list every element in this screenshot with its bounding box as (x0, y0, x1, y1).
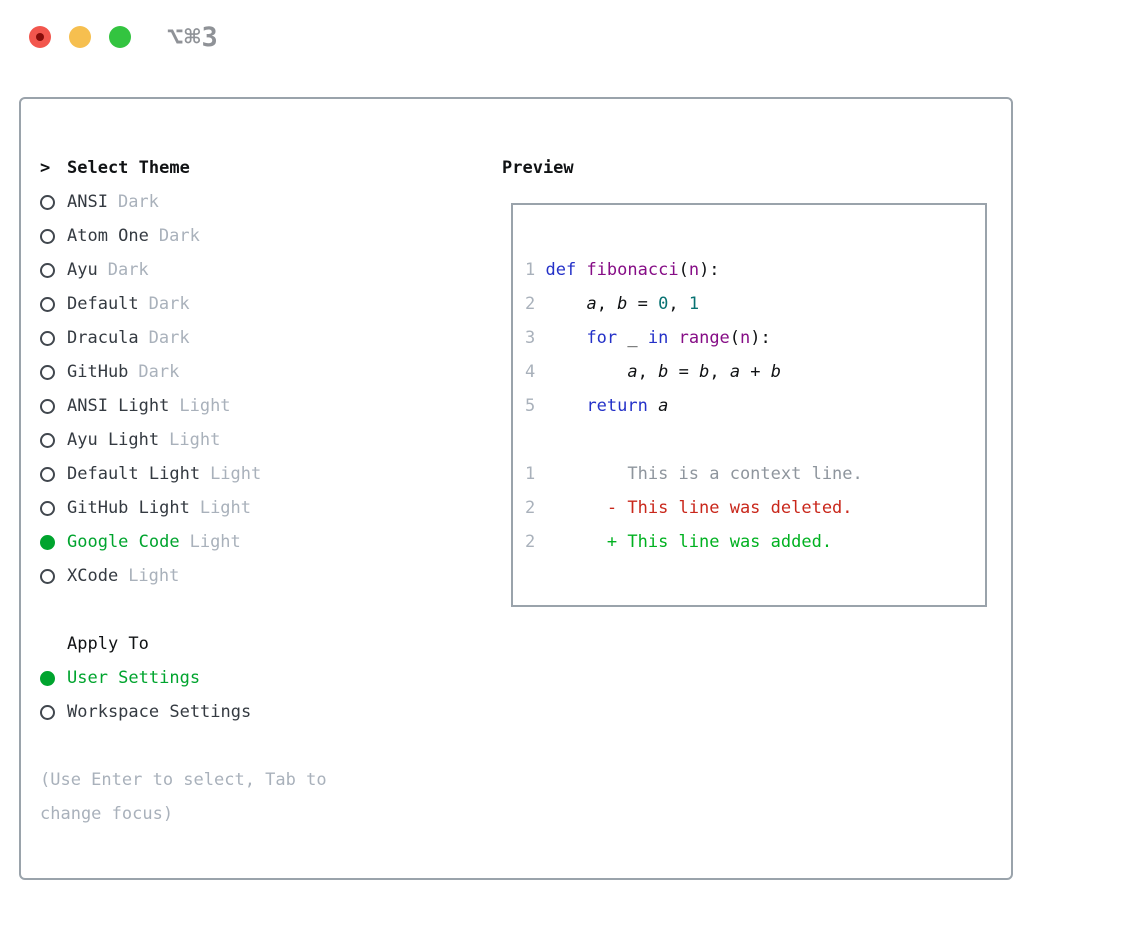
line-number: 3 (525, 328, 546, 348)
variant-tag: Light (189, 532, 241, 552)
variant-tag: Dark (148, 294, 190, 314)
diff-context-text: This is a context line. (545, 464, 863, 484)
preview-line: 2 a, b = 0, 1 (525, 294, 700, 314)
variant-tag: Dark (107, 260, 149, 280)
variant-tag: Light (179, 396, 231, 416)
theme-option-github-light[interactable]: GitHub Light Light (40, 491, 327, 525)
line-number: 1 (525, 464, 546, 484)
radio-unselected-icon (40, 330, 67, 346)
variant-tag: Dark (148, 328, 190, 348)
apply-to-header: Apply To (40, 627, 327, 661)
line-number: 5 (525, 396, 546, 416)
diff-deleted-text: - This line was deleted. (545, 498, 853, 518)
radio-unselected-icon (40, 432, 67, 448)
option-label: ANSI Light (67, 396, 170, 416)
option-label: User Settings (67, 668, 201, 688)
option-label: Atom One (67, 226, 149, 246)
variant-tag: Light (199, 498, 252, 518)
radio-unselected-icon (40, 500, 67, 516)
theme-option-xcode[interactable]: XCode Light (40, 559, 327, 593)
zoom-button[interactable] (109, 26, 131, 48)
line-number: 2 (525, 532, 546, 552)
preview-line: 1 def fibonacci(n): (525, 260, 720, 280)
theme-option-ayu[interactable]: Ayu Dark (40, 253, 327, 287)
radio-selected-icon (40, 534, 67, 550)
help-text: (Use Enter to select, Tab to change focus… (40, 763, 327, 831)
titlebar: ⌥⌘3 (0, 0, 1140, 72)
line-number: 2 (525, 498, 546, 518)
select-theme-header: > Select Theme (40, 151, 327, 185)
radio-unselected-icon (40, 228, 67, 244)
option-label: Dracula (67, 328, 139, 348)
preview-line: 2 + This line was added. (525, 525, 985, 559)
line-number: 2 (525, 294, 546, 314)
option-label: Default Light (67, 464, 201, 484)
spacer (40, 729, 327, 763)
theme-option-default-light[interactable]: Default Light Light (40, 457, 327, 491)
preview-line: 3 for _ in range(n): (525, 328, 771, 348)
spacer (40, 593, 327, 627)
variant-tag: Dark (158, 226, 200, 246)
option-label: GitHub (67, 362, 129, 382)
radio-unselected-icon (40, 262, 67, 278)
option-label: Default (67, 294, 139, 314)
theme-option-ayu-light[interactable]: Ayu Light Light (40, 423, 327, 457)
theme-option-github[interactable]: GitHub Dark (40, 355, 327, 389)
theme-option-ansi[interactable]: ANSI Dark (40, 185, 327, 219)
option-label: ANSI (67, 192, 108, 212)
blank-line (525, 423, 985, 457)
option-label: Ayu Light (67, 430, 160, 450)
help-line: change focus) (40, 804, 174, 824)
radio-unselected-icon (40, 568, 67, 584)
preview-line: 4 a, b = b, a + b (525, 362, 782, 382)
preview-line: 1 This is a context line. (525, 457, 985, 491)
variant-tag: Light (210, 464, 262, 484)
help-line: (Use Enter to select, Tab to (40, 770, 327, 790)
theme-option-dracula[interactable]: Dracula Dark (40, 321, 327, 355)
select-theme-title: Select Theme (67, 158, 190, 178)
theme-option-atom-one[interactable]: Atom One Dark (40, 219, 327, 253)
variant-tag: Dark (138, 362, 180, 382)
line-number: 4 (525, 362, 546, 382)
line-number: 1 (525, 260, 546, 280)
diff-added-text: + This line was added. (545, 532, 833, 552)
cursor-icon: > (40, 158, 51, 178)
option-label: XCode (67, 566, 119, 586)
preview-title: Preview (502, 158, 574, 178)
theme-option-google-code[interactable]: Google Code Light (40, 525, 327, 559)
radio-unselected-icon (40, 296, 67, 312)
preview-line: 2 - This line was deleted. (525, 491, 985, 525)
option-label: Google Code (67, 532, 180, 552)
option-label: Workspace Settings (67, 702, 252, 722)
theme-option-ansi-light[interactable]: ANSI Light Light (40, 389, 327, 423)
code-block: 1 def fibonacci(n): 2 a, b = 0, 1 3 for _ … (513, 205, 985, 559)
minimize-button[interactable] (69, 26, 91, 48)
option-label: Ayu (67, 260, 98, 280)
apply-option-user-settings[interactable]: User Settings (40, 661, 327, 695)
variant-tag: Light (128, 566, 180, 586)
close-button[interactable] (29, 26, 51, 48)
option-label: GitHub Light (67, 498, 190, 518)
variant-tag: Light (169, 430, 221, 450)
window-title-shortcut: ⌥⌘3 (167, 22, 219, 53)
radio-unselected-icon (40, 398, 67, 414)
radio-unselected-icon (40, 704, 67, 720)
variant-tag: Dark (117, 192, 159, 212)
apply-to-title: Apply To (67, 634, 149, 654)
radio-unselected-icon (40, 466, 67, 482)
preview-line: 5 return a (525, 396, 669, 416)
theme-option-default[interactable]: Default Dark (40, 287, 327, 321)
radio-selected-icon (40, 670, 67, 686)
radio-unselected-icon (40, 364, 67, 380)
radio-unselected-icon (40, 194, 67, 210)
preview-box: 1 def fibonacci(n): 2 a, b = 0, 1 3 for _ … (511, 203, 987, 607)
apply-option-workspace-settings[interactable]: Workspace Settings (40, 695, 327, 729)
